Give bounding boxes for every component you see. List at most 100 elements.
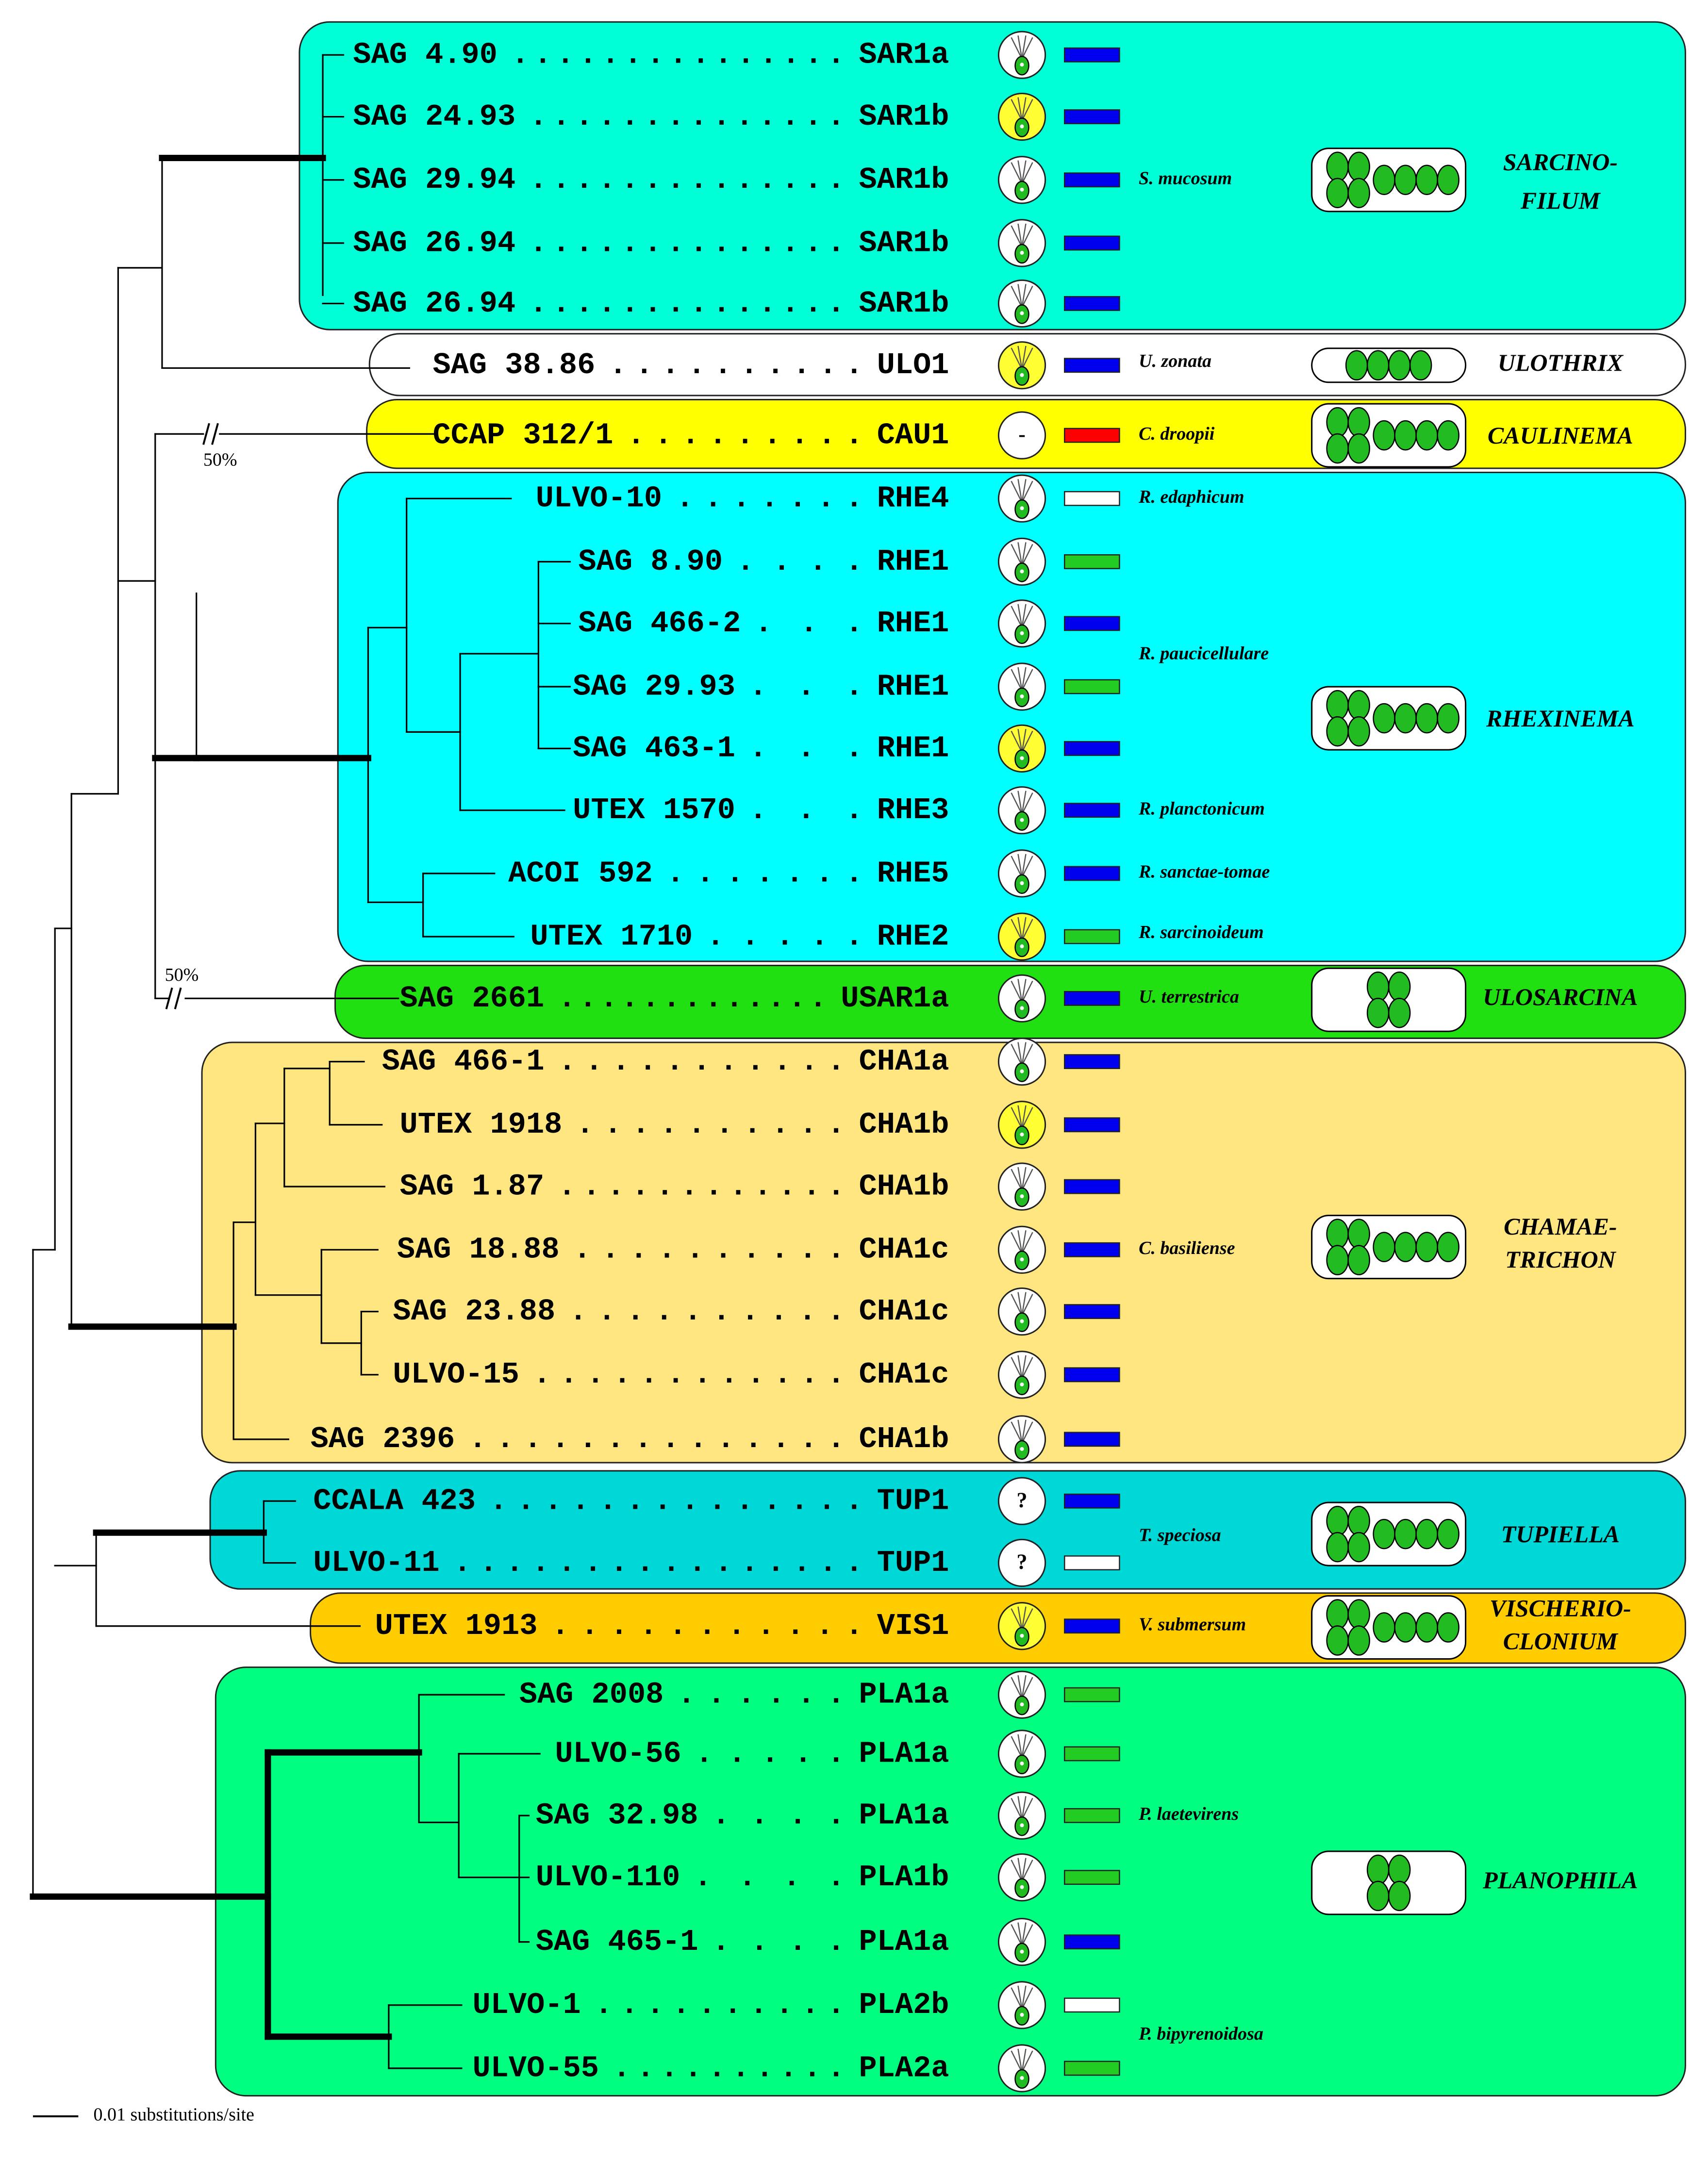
strain-label: CCAP 312/1 [432,418,613,452]
zoospore-icon [997,849,1046,898]
morphology-icon [1311,1850,1467,1915]
bootstrap-support: 50% [165,965,199,985]
strain-label: SAG 26.94 [353,226,515,260]
zoospore-icon [997,1225,1046,1274]
genus-box [201,1041,1686,1464]
strain-label: SAG 2008 [519,1678,664,1712]
pyrenoid-bar [1064,1687,1120,1702]
clade-label: CHA1b [859,1422,949,1456]
clade-label: SAR1b [859,286,949,321]
genus-box [298,21,1686,330]
strain-label: SAG 466-2 [578,606,741,641]
morphology-icons [1311,148,1467,1915]
clade-label: RHE4 [877,481,949,516]
species-label: R. sarcinoideum [1138,922,1264,942]
genus-label: SARCINO-FILUM [1503,148,1618,214]
morphology-icon [1311,148,1467,213]
strain-label: UTEX 1710 [530,919,693,954]
species-label: P. bipyrenoidosa [1138,2024,1263,2044]
pyrenoid-bar [1064,491,1120,506]
clade-label: PLA1a [859,1925,949,1959]
zoospore-icon: ? [997,1538,1046,1587]
clade-label: CHA1b [859,1107,949,1142]
strain-label: SAG 18.88 [397,1233,560,1267]
pyrenoid-bar [1064,1054,1120,1069]
zoospore-icon [997,1853,1046,1902]
zoospore-mark: - [1018,422,1026,446]
pyrenoid-bar [1064,1493,1120,1509]
species-label: U. terrestrica [1139,987,1239,1007]
morphology-icon [1311,1215,1467,1280]
pyrenoid-bar [1064,991,1120,1006]
zoospore-icon: - [997,411,1046,460]
dot-leader: ............... [511,38,845,72]
strain-label: ULVO-10 [536,481,662,516]
dot-leader: ... [749,731,863,766]
clade-label: RHE1 [877,544,949,579]
morphology-icon [1311,1501,1467,1566]
clade-label: RHE2 [877,919,949,954]
zoospore-icon [997,786,1046,835]
strain-label: ULVO-11 [313,1546,439,1580]
pyrenoid-bar [1064,172,1120,188]
clade-label: SAR1b [859,163,949,197]
strain-label: SAG 29.94 [353,163,515,197]
pyrenoid-bar [1064,1367,1120,1383]
strain-label: CCALA 423 [313,1484,476,1518]
pyrenoid-bar [1064,1934,1120,1950]
dot-leader: ... [749,793,863,827]
species-label: V. submersum [1139,1614,1246,1634]
zoospore-mark: ? [1017,1488,1028,1512]
strain-label: UTEX 1918 [400,1107,563,1142]
clade-label: TUP1 [877,1546,949,1580]
clade-label: CHA1c [859,1357,949,1392]
support-and-scale: 50% 50% 0.01 substitutions/site [33,423,254,2125]
strain-label: ULVO-110 [536,1860,680,1895]
strain-label: UTEX 1570 [573,793,735,827]
zoospore-icon [997,341,1046,390]
pyrenoid-bar [1064,803,1120,818]
dot-leader: ........... [551,1609,863,1643]
strain-label: SAG 1.87 [400,1169,545,1204]
zoospore-icon [997,31,1046,79]
bootstrap-support: 50% [203,450,237,470]
genus-label: VISCHERIO-CLONIUM [1490,1595,1631,1655]
pyrenoid-bar [1064,929,1120,944]
pyrenoid-bar [1064,1555,1120,1570]
scale-bar-label: 0.01 substitutions/site [93,2105,254,2125]
zoospore-icon [997,1791,1046,1840]
species-label: P. laetevirens [1138,1804,1239,1824]
pyrenoid-bar [1064,1870,1120,1885]
dot-leader: ............. [558,981,827,1016]
zoospore-icon [997,912,1046,961]
clade-label: RHE1 [877,606,949,641]
clade-label: SAR1b [859,99,949,134]
zoospore-icon [997,1101,1046,1149]
pyrenoid-bar [1064,428,1120,443]
zoospore-mark: ? [1017,1550,1028,1574]
strain-label: SAG 466-1 [382,1044,545,1079]
morphology-icon [1311,967,1467,1032]
pyrenoid-bar [1064,1432,1120,1447]
zoospore-icon [997,1162,1046,1211]
pyrenoid-bar [1064,47,1120,63]
clade-label: PLA1a [859,1798,949,1833]
genus-label: PLANOPHILA [1482,1866,1638,1894]
species-label: R. edaphicum [1138,487,1244,507]
clade-label: SAR1a [859,38,949,72]
pyrenoid-bar [1064,1746,1120,1762]
species-label: R. planctonicum [1138,798,1265,819]
strain-label: SAG 24.93 [353,99,515,134]
pyrenoid-bar [1064,741,1120,756]
branch-break-mark [202,423,219,445]
clade-label: ULO1 [877,348,949,382]
strain-label: SAG 2396 [311,1422,455,1456]
dot-leader: ......... [627,418,863,452]
strain-label: SAG 4.90 [353,38,497,72]
pyrenoid-bar [1064,866,1120,881]
species-label: R. sanctae-tomae [1138,862,1270,882]
pyrenoid-bar [1064,554,1120,569]
zoospore-icon [997,599,1046,648]
dot-leader: ........... [558,1044,845,1079]
